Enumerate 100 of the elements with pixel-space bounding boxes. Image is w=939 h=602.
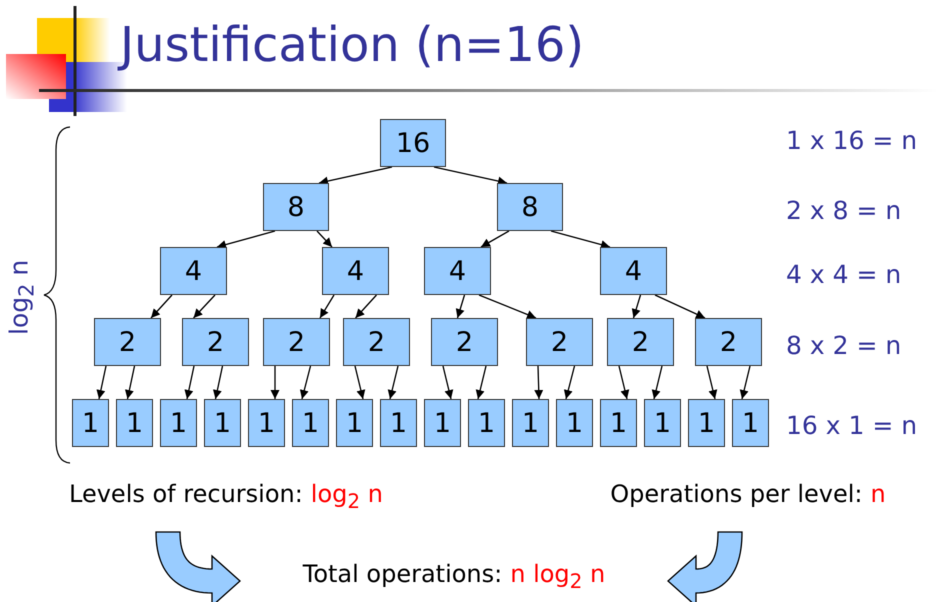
summary-text: Total operations: — [302, 560, 502, 588]
equation-label: 2 x 8 = n — [786, 198, 902, 223]
equation-label: 8 x 2 = n — [786, 333, 902, 358]
tree-node-box — [336, 399, 373, 447]
arrow — [124, 366, 136, 400]
tree-node-box — [160, 247, 227, 295]
curved-block-arrow — [667, 531, 743, 602]
arrow — [706, 366, 718, 400]
tree-node-box — [72, 399, 109, 447]
arrow — [652, 366, 663, 400]
equation-label: 4 x 4 = n — [786, 262, 902, 287]
tree-node-box — [343, 318, 410, 366]
node-value: 1 — [698, 410, 716, 436]
arrow — [300, 366, 312, 400]
arrow — [184, 366, 195, 400]
arrow — [354, 366, 366, 400]
tree-node-box — [160, 399, 197, 447]
node-value: 2 — [368, 328, 386, 356]
node-value: 4 — [624, 258, 642, 284]
arrow — [456, 294, 466, 318]
node-value: 16 — [396, 130, 430, 156]
tree-node-box — [497, 183, 563, 231]
tree-node-box — [732, 399, 769, 447]
summary-text: Levels of recursion: — [69, 480, 303, 508]
tree-node-box — [431, 318, 498, 366]
equation-label: 1 x 16 = n — [786, 128, 918, 153]
formula-text: log$_{2}$ n — [310, 480, 383, 513]
formula-text: n log$_{2}$ n — [510, 560, 606, 593]
node-value: 1 — [346, 410, 364, 436]
node-value: 1 — [610, 410, 628, 436]
tree-node-box — [116, 399, 153, 447]
arrow — [270, 366, 280, 399]
arrow — [654, 294, 706, 319]
tree-node-box — [600, 399, 637, 447]
arrow — [388, 366, 399, 400]
tree-node-box — [380, 399, 417, 447]
tree-node-box — [644, 399, 681, 447]
arrow — [318, 166, 392, 186]
node-value: 1 — [214, 410, 232, 436]
node-value: 1 — [390, 410, 408, 436]
node-value: 2 — [456, 328, 474, 356]
tree-node-box — [512, 399, 549, 447]
node-value: 2 — [632, 328, 650, 356]
arrow — [442, 366, 454, 400]
arrow — [355, 294, 377, 318]
node-value: 1 — [742, 410, 760, 436]
equation-label: 16 x 1 = n — [786, 413, 918, 438]
node-value: 1 — [566, 410, 584, 436]
tree-node-box — [468, 399, 505, 447]
arrow — [434, 166, 508, 186]
arrow — [632, 294, 642, 318]
tree-node-box — [263, 318, 330, 366]
tree-node-box — [600, 247, 667, 295]
curved-block-arrow — [155, 531, 241, 602]
node-value: 1 — [258, 410, 276, 436]
arrow — [96, 366, 107, 400]
node-value: 1 — [478, 410, 496, 436]
arrow — [534, 366, 544, 400]
node-value: 4 — [448, 258, 466, 284]
arrow — [150, 294, 172, 318]
node-value: 8 — [287, 194, 305, 220]
node-value: 4 — [184, 258, 202, 284]
arrow — [550, 230, 610, 249]
tree-node-box — [248, 399, 285, 447]
arrow — [316, 230, 332, 248]
arrow — [216, 230, 276, 249]
tree-node-box — [424, 247, 491, 295]
tree-node-box — [292, 399, 329, 447]
arrow — [740, 366, 751, 400]
tree-node-box — [688, 399, 725, 447]
tree-node-box — [380, 119, 446, 167]
node-value: 1 — [654, 410, 672, 436]
node-value: 1 — [522, 410, 540, 436]
node-value: 2 — [720, 328, 738, 356]
formula-text: n — [870, 480, 886, 508]
node-value: 1 — [434, 410, 452, 436]
node-value: 1 — [126, 410, 144, 436]
arrow — [478, 294, 536, 319]
node-value: 2 — [206, 328, 224, 356]
arrow — [193, 294, 216, 318]
node-value: 4 — [346, 258, 364, 284]
tree-node-box — [424, 399, 461, 447]
node-value: 1 — [302, 410, 320, 436]
node-value: 1 — [170, 410, 188, 436]
tree-node-box — [204, 399, 241, 447]
tree-node-box — [607, 318, 674, 366]
tree-node-box — [94, 318, 161, 366]
arrow — [212, 366, 224, 400]
tree-node-box — [182, 318, 249, 366]
tree-node-box — [526, 318, 593, 366]
tree-node-box — [322, 247, 389, 295]
arrow — [564, 366, 576, 400]
arrow — [618, 366, 630, 400]
arrow — [480, 230, 510, 248]
node-value: 2 — [118, 328, 136, 356]
tree-node-box — [263, 183, 329, 231]
slide-title: Justification (n=16) — [120, 18, 584, 74]
summary-text: Operations per level: — [610, 480, 862, 508]
node-value: 2 — [288, 328, 306, 356]
tree-node-box — [695, 318, 762, 366]
